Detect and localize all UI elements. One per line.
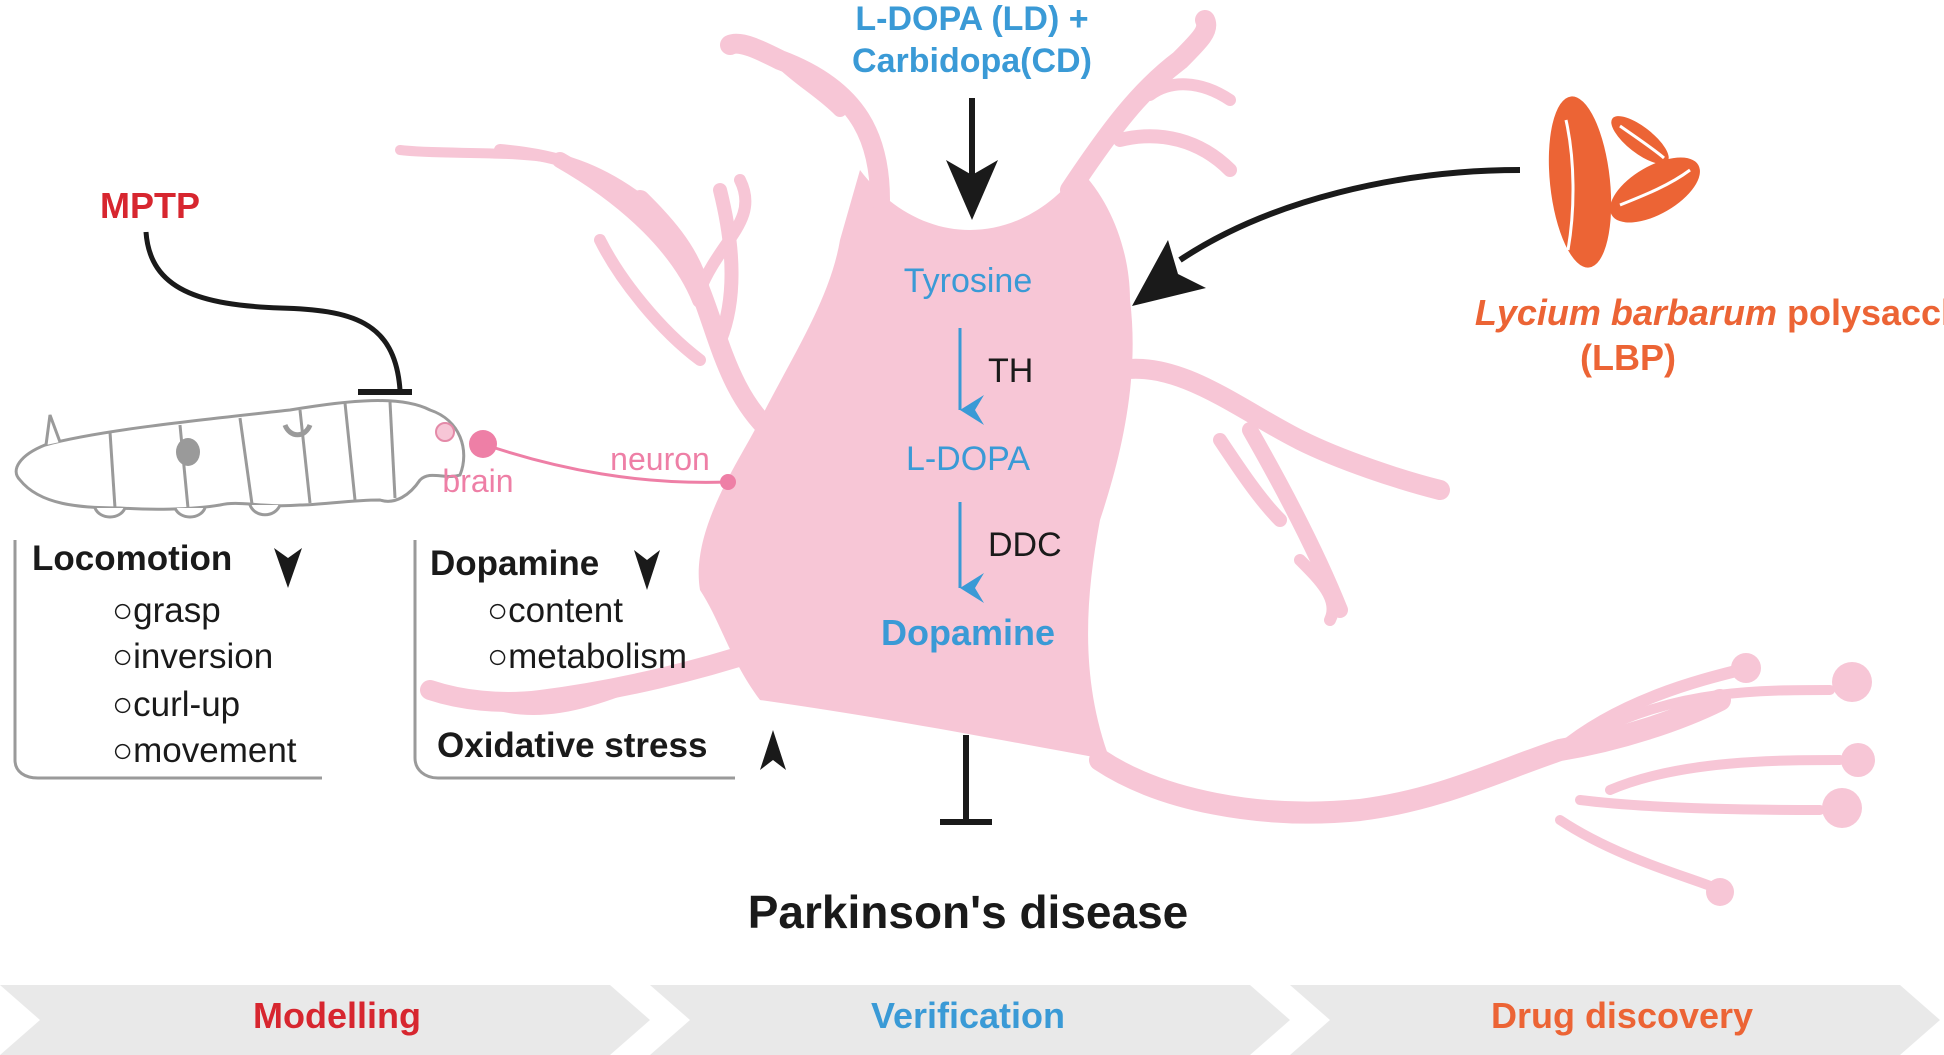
dendrite (694, 174, 752, 296)
dendrite (594, 234, 706, 366)
pathway-enzyme-ddc: DDC (988, 526, 1062, 564)
lbp-name-italic: Lycium barbarum (1475, 292, 1777, 333)
locomotion-title: Locomotion (32, 539, 232, 578)
treatment-line1: L-DOPA (LD) + (855, 0, 1088, 38)
neuron-label: neuron (610, 441, 710, 477)
treatment-arrowhead (946, 160, 998, 220)
neuron-cell (395, 10, 1845, 895)
neuron-soma (698, 170, 1133, 760)
stage-chevron-drug-discovery (1290, 985, 1940, 1055)
axon-branch (1555, 815, 1725, 895)
dendrite (773, 53, 847, 117)
brain-neuron-link (482, 442, 729, 484)
axon (1089, 689, 1731, 824)
lbp-name: Lycium barbarum polysaccharide (1475, 292, 1944, 333)
pathway-dopamine: Dopamine (881, 612, 1055, 653)
dendrite (420, 640, 770, 712)
goji-berries-icon (1548, 96, 1700, 268)
locomotion-item: ○movement (112, 731, 297, 770)
neuron-dot (720, 474, 736, 490)
dendrite (494, 684, 626, 715)
dendrite (395, 145, 565, 165)
mptp-label: MPTP (100, 185, 200, 226)
mptp-inhibit-line (143, 231, 403, 391)
dopamine-bracket (413, 540, 735, 780)
stage-chevron-modelling (0, 985, 650, 1055)
dendrite (1110, 358, 1450, 500)
dendrite (1060, 10, 1217, 200)
dopamine-down-arrowhead (634, 550, 660, 590)
lbp-name-rest: polysaccharide (1777, 292, 1944, 333)
locomotion-item: ○curl-up (112, 685, 240, 724)
axon-terminals (1706, 653, 1875, 906)
axon-branch (1554, 664, 1746, 756)
silkworm-head-mark (435, 422, 455, 442)
lbp-arrow-shaft (1178, 167, 1521, 263)
lbp-abbrev: (LBP) (1580, 337, 1676, 378)
locomotion-item: ○inversion (112, 637, 273, 676)
dendrite (1213, 433, 1287, 527)
silkworm-crescent (282, 423, 313, 438)
pathway-tyrosine: Tyrosine (904, 262, 1033, 300)
locomotion-bracket (13, 540, 322, 780)
pathway-enzyme-th: TH (988, 352, 1033, 390)
stage-chevron-verification (650, 985, 1290, 1055)
axon-branch (1575, 795, 1825, 815)
axon-branch (1605, 755, 1845, 795)
axon-branch (1595, 685, 1835, 735)
dendrite (1113, 129, 1237, 177)
treatment-line2: Carbidopa(CD) (852, 42, 1092, 80)
dopamine-item: ○content (487, 591, 623, 630)
brain-label: brain (442, 463, 513, 499)
dendrite (720, 33, 890, 210)
locomotion-down-arrowhead (274, 548, 302, 588)
stage-bar (0, 985, 1940, 1055)
oxidative-stress-label: Oxidative stress (437, 726, 707, 765)
silkworm-larva-icon (14, 399, 466, 519)
stage-label-verification: Verification (871, 995, 1065, 1036)
dendrite (552, 152, 708, 308)
stage-label-modelling: Modelling (253, 995, 421, 1036)
pathway-ldopa: L-DOPA (906, 440, 1030, 478)
dendrite (1294, 554, 1339, 626)
parkinsons-disease-label: Parkinson's disease (748, 886, 1189, 938)
locomotion-item: ○grasp (112, 591, 221, 630)
dendrite (1144, 78, 1236, 106)
stage-label-drug-discovery: Drug discovery (1491, 995, 1753, 1036)
oxidative-up-arrowhead (760, 730, 786, 770)
dopamine-title: Dopamine (430, 544, 599, 583)
dopamine-item: ○metabolism (487, 637, 687, 676)
lbp-arrowhead (1132, 240, 1206, 306)
silkworm-spot (176, 438, 200, 466)
dendrite (713, 183, 739, 347)
